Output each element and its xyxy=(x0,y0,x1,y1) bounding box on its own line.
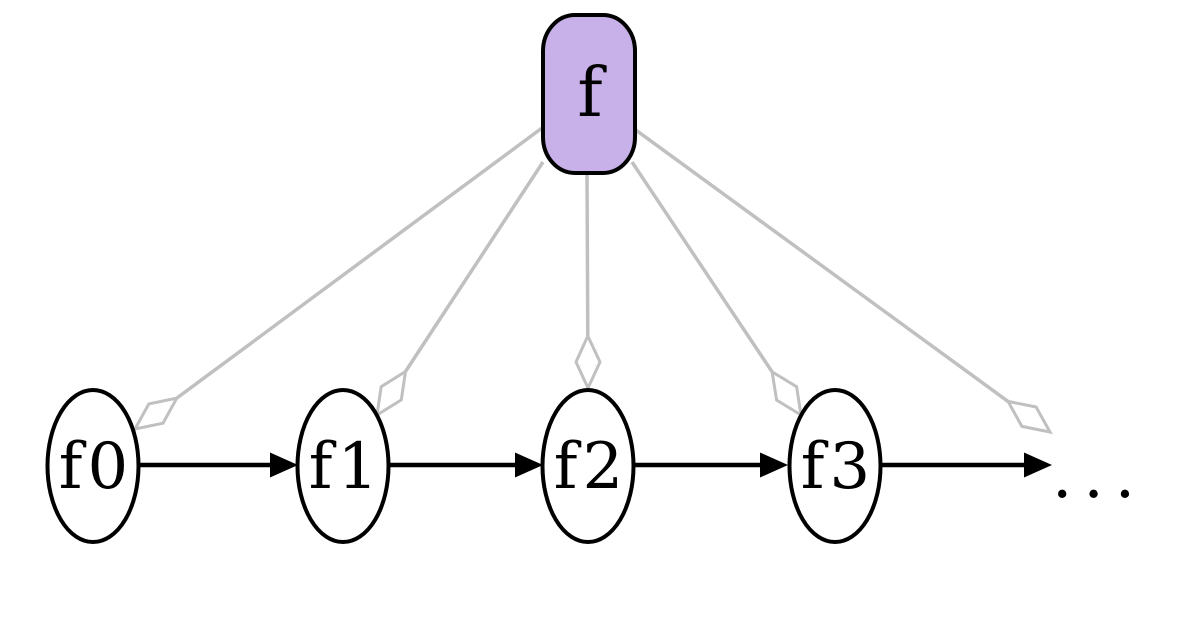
aggregation-diamond-f2 xyxy=(574,332,602,392)
aggregation-diamond-f3 xyxy=(770,368,803,418)
arrow-f1-to-f2-head xyxy=(515,452,543,478)
state-node-f0: f0 xyxy=(45,388,141,544)
containment-edge-f-to-ellipsis xyxy=(631,126,1010,403)
containment-edge-f-to-f0 xyxy=(175,126,544,400)
state-node-f3: f3 xyxy=(787,388,883,544)
state-node-f1-label: f1 xyxy=(309,430,383,504)
state-node-f1: f1 xyxy=(295,388,391,544)
state-node-f3-label: f3 xyxy=(801,430,875,504)
arrow-f0-to-f1-head xyxy=(270,452,298,478)
state-node-f1-shape xyxy=(295,388,391,544)
state-node-f0-shape xyxy=(45,388,141,544)
function-node: f xyxy=(541,13,637,175)
containment-edge-f-to-f3 xyxy=(630,161,774,373)
state-node-f3-shape xyxy=(787,388,883,544)
arrow-f2-to-f3-head xyxy=(760,452,788,478)
state-node-f2: f2 xyxy=(540,388,636,544)
state-node-f2-label: f2 xyxy=(554,430,628,504)
aggregation-diamond-f0 xyxy=(132,395,180,432)
aggregation-diamond-f1 xyxy=(375,368,408,418)
ellipsis-node-label: ... xyxy=(1052,439,1146,513)
state-node-f2-shape xyxy=(540,388,636,544)
state-node-f0-label: f0 xyxy=(59,430,133,504)
containment-edges xyxy=(132,126,1053,435)
function-node-shape xyxy=(541,13,637,175)
sequence-edges xyxy=(138,452,1052,478)
aggregation-diamond-ellipsis xyxy=(1005,399,1053,435)
function-node-label: f xyxy=(577,54,607,133)
containment-edge-f-to-f2 xyxy=(585,172,590,337)
containment-edge-f-to-f1 xyxy=(404,161,545,373)
arrow-f3-to-ellipsis-head xyxy=(1024,452,1052,478)
